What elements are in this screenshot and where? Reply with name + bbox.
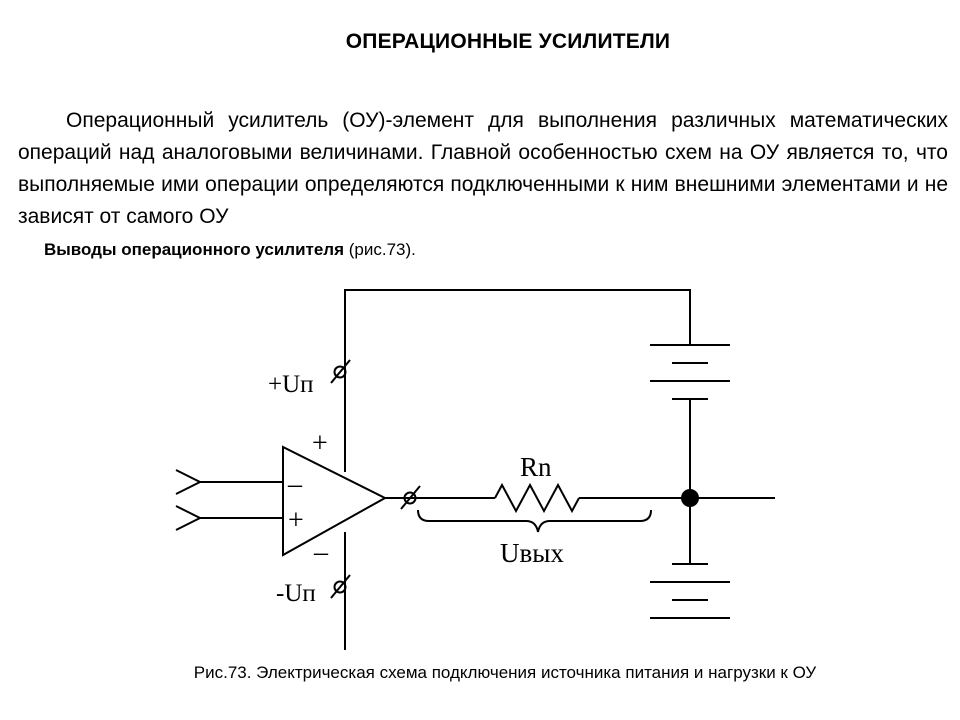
figure-caption: Рис.73. Электрическая схема подключения … <box>193 663 817 682</box>
output-terminal <box>403 491 417 505</box>
junction-dot <box>681 489 699 507</box>
subheading-bold: Выводы операционного усилителя <box>44 240 345 259</box>
plus-supply-terminal <box>333 365 347 379</box>
minus-supply-label: -Uп <box>276 580 316 607</box>
section-subheading: Выводы операционного усилителя (рис.73). <box>44 240 416 260</box>
noninverting-input-sign: + <box>288 505 304 536</box>
plus-sign-top: + <box>312 428 328 459</box>
resistor-label: Rn <box>520 452 552 482</box>
minus-supply-terminal <box>333 580 347 594</box>
inverting-input-sign: – <box>287 469 303 500</box>
opamp-triangle <box>282 445 388 557</box>
output-voltage-brace <box>417 509 652 533</box>
plus-supply-terminal-slash <box>330 359 351 384</box>
input-arrow-upper <box>175 469 203 495</box>
input-arrow-lower <box>175 505 203 531</box>
output-voltage-label: Uвых <box>500 538 564 568</box>
top-supply-wire <box>344 289 691 472</box>
page-title: ОПЕРАЦИОННЫЕ УСИЛИТЕЛИ <box>345 30 671 53</box>
subheading-rest: (рис.73). <box>344 240 416 259</box>
intro-paragraph: Операционный усилитель (ОУ)-элемент для … <box>18 109 948 228</box>
minus-supply-terminal-slash <box>330 574 351 599</box>
output-terminal-slash <box>400 485 421 510</box>
minus-sign-bottom: – <box>313 537 329 568</box>
resistor-rn <box>494 482 580 514</box>
plus-supply-label: +Uп <box>268 371 314 398</box>
